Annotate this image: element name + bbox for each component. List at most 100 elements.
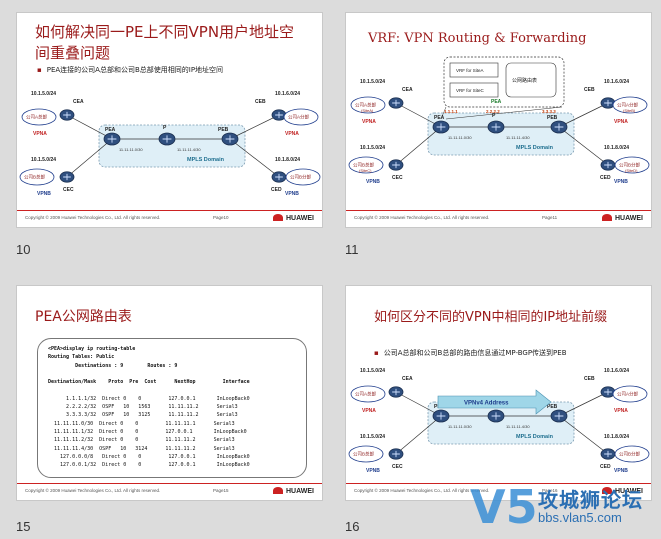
- vpn-label: VPNB: [366, 179, 380, 185]
- router-icon: [432, 409, 450, 423]
- v5-logo: V5: [470, 480, 538, 534]
- callout-line: [440, 106, 447, 120]
- router-icon: [600, 386, 616, 398]
- vpn-label: VPNB: [285, 191, 299, 197]
- router-icon: [59, 171, 75, 183]
- vrf-a-label: VRF for SiteA: [456, 68, 484, 73]
- subnet-label: 10.1.5.0/24: [31, 91, 56, 97]
- table-header: Destination/Mask Proto Pre Cost NextHop …: [48, 379, 250, 386]
- slide-footer: Copyright © 2009 Huawei Technologies Co.…: [346, 483, 651, 500]
- site-cloud: [348, 445, 384, 463]
- slide-thumbnail-15[interactable]: PEA公网路由表 <PEA>display ip routing-table R…: [16, 285, 323, 501]
- site-label: 公司A总部: [355, 102, 377, 109]
- destinations-count: Destinations : 9 Routes : 9: [48, 362, 178, 369]
- site-cloud: [612, 96, 648, 114]
- router-icon: [388, 159, 404, 171]
- link-line: [395, 126, 442, 166]
- router-icon: [388, 97, 404, 109]
- subnet-label: 10.1.5.0/24: [360, 434, 385, 440]
- slide-title: VRF: VPN Routing & Forwarding: [368, 31, 587, 46]
- vpn-label: VPNA: [33, 131, 47, 137]
- slide-number: 15: [16, 519, 31, 534]
- link-line: [558, 415, 609, 455]
- site-cloud: [612, 385, 648, 403]
- route-row: 11.11.11.1/32 Direct 0 0 127.0.0.1 InLoo…: [48, 428, 247, 435]
- slide-title: 如何区分不同的VPN中相同的IP地址前缀: [374, 310, 608, 325]
- loopback-label: 2.2.2.2: [486, 109, 500, 114]
- slide-footer: Copyright © 2009 Huawei Technologies Co.…: [17, 210, 322, 227]
- loopback-label: 3.3.3.3: [542, 109, 556, 114]
- router-icon: [432, 120, 450, 134]
- footer-page: Page16: [542, 488, 558, 493]
- site-cloud: [19, 168, 55, 186]
- router-icon: [487, 120, 505, 134]
- mpls-domain: [427, 112, 575, 156]
- link-line: [558, 126, 609, 166]
- watermark: V5 攻城狮论坛 bbs.vlan5.com: [470, 480, 660, 535]
- vpnv4-arrow: [437, 389, 552, 415]
- slide-bullet: 公司A总部和公司B总部的路由信息通过MP-BGP传送到PEB: [374, 348, 567, 358]
- site-label: 公司A总部: [355, 391, 377, 398]
- route-rows: 1.1.1.1/32 Direct 0 0 127.0.0.1 InLoopBa…: [48, 395, 296, 470]
- slide-number: 10: [16, 242, 31, 257]
- route-row: 11.11.11.2/32 Direct 0 0 11.11.11.2 Seri…: [48, 437, 235, 444]
- router-icon: [600, 159, 616, 171]
- link-line: [229, 138, 280, 178]
- site-cloud: [350, 96, 386, 114]
- site-label: 公司A分部: [617, 391, 639, 398]
- slide-footer: Copyright © 2009 Huawei Technologies Co.…: [346, 210, 651, 227]
- router-label: CEA: [402, 376, 413, 382]
- router-icon: [59, 109, 75, 121]
- site-cloud: [348, 156, 384, 174]
- link-label: 11.11.11.0/30: [448, 424, 472, 429]
- site-label: 公司A分部: [617, 102, 639, 109]
- vpn-label: VPNB: [614, 179, 628, 185]
- site-tag: (SiteB): [623, 108, 636, 113]
- site-cloud: [285, 168, 321, 186]
- link-label: 11.11.11.4/30: [177, 147, 201, 152]
- huawei-logo: HUAWEI: [602, 487, 643, 495]
- routing-table-output: <PEA>display ip routing-table Routing Ta…: [37, 338, 307, 478]
- link-line: [229, 114, 280, 140]
- site-label: 公司B总部: [353, 451, 375, 458]
- router-label: PEB: [547, 115, 558, 121]
- routing-tables-label: Routing Tables: Public: [48, 354, 115, 361]
- route-row: 2.2.2.2/32 OSPF 10 1563 11.11.11.2 Seria…: [48, 404, 238, 411]
- subnet-label: 10.1.5.0/24: [360, 145, 385, 151]
- router-label: CEA: [73, 99, 84, 105]
- command-line: <PEA>display ip routing-table: [48, 346, 136, 352]
- router-label: CEC: [392, 175, 403, 181]
- vpn-label: VPNB: [37, 191, 51, 197]
- slide-number: 16: [345, 519, 360, 534]
- router-icon: [388, 448, 404, 460]
- link-label: 11.11.11.4/30: [506, 424, 530, 429]
- link-label: 11.11.11.0/30: [448, 135, 472, 140]
- router-label: CEB: [255, 99, 266, 105]
- router-icon: [271, 109, 287, 121]
- site-tag: (SiteA): [361, 108, 374, 113]
- vpn-label: VPNA: [614, 119, 628, 125]
- route-row: 3.3.3.3/32 OSPF 10 3125 11.11.11.2 Seria…: [48, 412, 238, 419]
- slide-bullet: PEA连接的公司A总部和公司B总部使用相同的IP地址空间: [37, 65, 223, 75]
- router-icon: [600, 448, 616, 460]
- route-row: 127.0.0.0/8 Direct 0 0 127.0.0.1 InLoopB…: [48, 453, 250, 460]
- router-label: CEA: [402, 87, 413, 93]
- global-table-label: 公网路由表: [512, 77, 537, 84]
- router-icon: [550, 120, 568, 134]
- router-label: CED: [600, 175, 611, 181]
- subnet-label: 10.1.6.0/24: [604, 79, 629, 85]
- vpn-label: VPNB: [614, 468, 628, 474]
- route-row: 11.11.11.4/30 OSPF 10 3124 11.11.11.2 Se…: [48, 445, 235, 452]
- vpn-label: VPNA: [614, 408, 628, 414]
- slide-thumbnail-11[interactable]: VRF: VPN Routing & Forwarding MPLS Domai…: [345, 12, 652, 228]
- site-label: 公司B总部: [353, 162, 375, 169]
- router-label: CED: [600, 464, 611, 470]
- footer-copyright: Copyright © 2009 Huawei Technologies Co.…: [354, 488, 490, 493]
- router-label: P: [492, 113, 496, 119]
- router-label: P: [163, 125, 167, 131]
- slide-thumbnail-16[interactable]: 如何区分不同的VPN中相同的IP地址前缀 公司A总部和公司B总部的路由信息通过M…: [345, 285, 652, 501]
- slide-thumbnail-10[interactable]: 如何解决同一PE上不同VPN用户地址空 间重叠问题 PEA连接的公司A总部和公司…: [16, 12, 323, 228]
